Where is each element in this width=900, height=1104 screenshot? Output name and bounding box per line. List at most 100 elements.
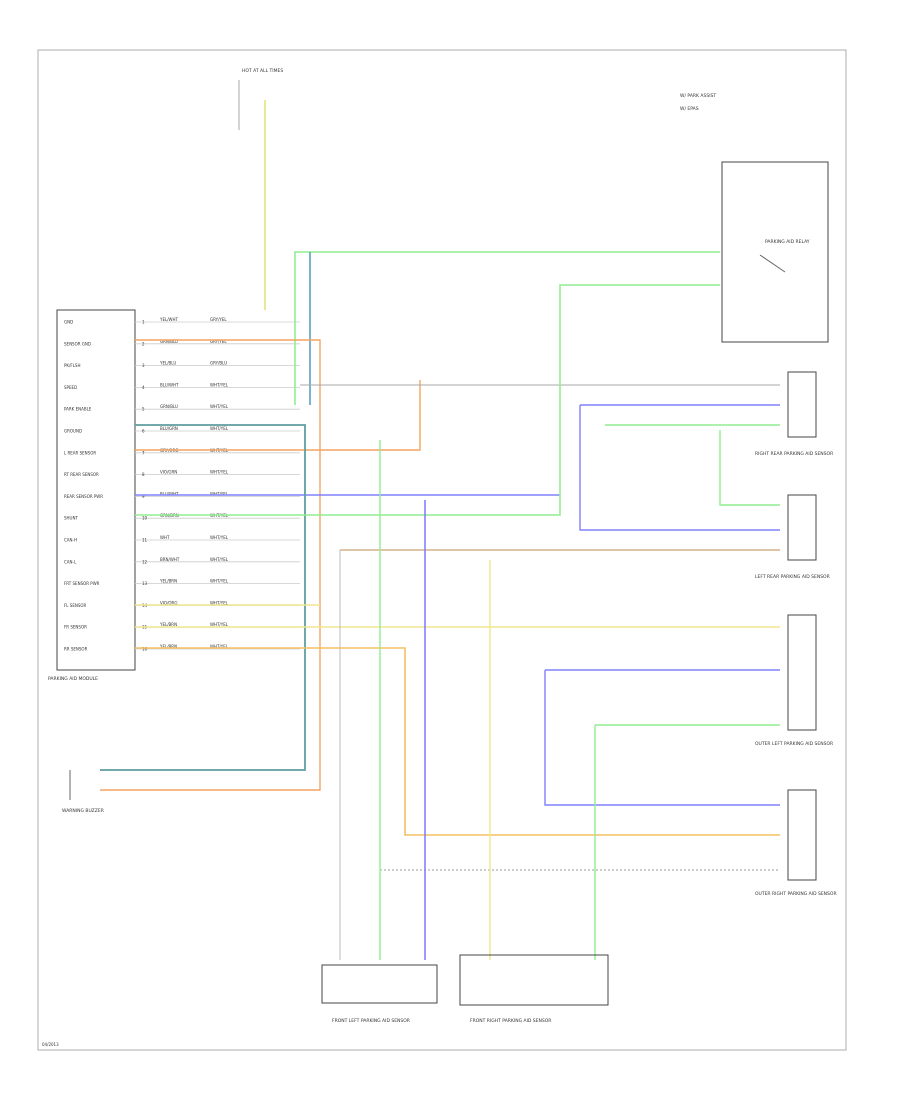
pin-wire-color: YEL/BRN: [159, 579, 177, 584]
pin-wire-code: WHT/YEL: [210, 382, 229, 387]
pin-wire-color: GRN/BLU: [160, 404, 178, 409]
module-pin-row: CAN-L 12 BRN/WHT WHT/YEL: [64, 557, 300, 564]
pin-wire-color: BLU/GRN: [160, 426, 178, 431]
pin-wire-color: VIO/ORG: [160, 600, 177, 605]
pin-number: 6: [142, 429, 145, 434]
pin-number: 16: [142, 647, 148, 652]
front-right-sensor-box: [459, 954, 609, 1006]
module-label: PARKING AID MODULE: [48, 676, 98, 682]
pin-wire-code: WHT/YEL: [210, 470, 229, 475]
module-pin-row: GROUND 6 BLU/GRN WHT/YEL: [64, 426, 300, 434]
pin-number: 10: [142, 516, 148, 521]
pin-number: 1: [142, 320, 145, 325]
pin-wire-code: WHT/YEL: [210, 600, 229, 605]
pin-wire-color: BLU/WHT: [160, 382, 179, 387]
rear-sensors: RIGHT REAR PARKING AID SENSOR LEFT REAR …: [755, 371, 837, 897]
pin-number: 9: [142, 494, 145, 499]
pin-name: CAN-L: [64, 559, 77, 564]
module-pin-row: CAN-H 11 WHT WHT/YEL: [64, 535, 300, 543]
pin-name: L REAR SENSOR: [64, 450, 96, 455]
relay-box: PARKING AID RELAY: [721, 161, 829, 343]
right-rear-sensor-box: [787, 371, 817, 438]
pin-number: 7: [142, 450, 145, 455]
pin-name: SPEED: [64, 385, 77, 390]
pin-wire-code: WHT/YEL: [210, 404, 229, 409]
pin-number: 13: [142, 581, 148, 586]
pin-name: RR SENSOR: [64, 647, 88, 652]
pin-wire-color: GRN/BLU: [160, 339, 178, 344]
pin-name: FRT SENSOR PWR: [64, 581, 100, 586]
module-pin-row: FRT SENSOR PWR 13 YEL/BRN WHT/YEL: [64, 579, 300, 586]
top-splice-area: HOT AT ALL TIMES: [238, 68, 283, 310]
rr-sensor-label: RIGHT REAR PARKING AID SENSOR: [755, 451, 833, 457]
pin-wire-color: VIO/GRN: [160, 470, 177, 475]
pin-name: PARK ENABLE: [64, 407, 92, 412]
outer-right-sensor-box: [787, 789, 817, 881]
pin-wire-color: WHT: [160, 535, 170, 540]
pin-name: GROUND: [64, 429, 82, 434]
legend-item-1: W/ PARK ASSIST: [680, 93, 716, 99]
pin-wire-code: WHT/YEL: [210, 491, 229, 496]
fr-sensor-label: FRONT RIGHT PARKING AID SENSOR: [470, 1018, 551, 1024]
pin-name: PK/FLSH: [64, 363, 80, 368]
fuse-label: HOT AT ALL TIMES: [242, 68, 283, 74]
pin-wire-code: WHT/YEL: [210, 426, 229, 431]
pin-name: FL SENSOR: [64, 603, 87, 608]
pin-name: FR SENSOR: [64, 625, 87, 630]
pin-wire-color: YEL/BLU: [159, 361, 176, 366]
pin-wire-color: YEL/BRN: [159, 644, 177, 649]
warning-buzzer: WARNING BUZZER: [62, 770, 104, 814]
pin-wire-color: BRN/WHT: [160, 557, 180, 562]
pin-wire-color: YEL/BRN: [159, 622, 177, 627]
relay-label: PARKING AID RELAY: [765, 239, 810, 245]
pin-wire-code: WHT/YEL: [210, 557, 229, 562]
module-pin-row: REAR SENSOR PWR 9 BLU/WHT WHT/YEL: [64, 491, 300, 499]
module-pin-row: GND 1 YEL/WHT GRY/YEL: [64, 317, 300, 325]
pin-wire-code: WHT/YEL: [210, 535, 229, 540]
module-pin-row: PARK ENABLE 5 GRN/BLU WHT/YEL: [64, 404, 300, 412]
pin-name: SHUNT: [64, 516, 78, 521]
pin-number: 8: [142, 472, 145, 477]
front-sensors: FRONT LEFT PARKING AID SENSOR FRONT RIGH…: [321, 954, 609, 1024]
pin-name: RT REAR SENSOR: [64, 472, 99, 477]
parking-aid-module: PARKING AID MODULE: [48, 309, 136, 682]
pin-number: 12: [142, 559, 148, 564]
module-pin-row: RT REAR SENSOR 8 VIO/GRN WHT/YEL: [64, 470, 300, 477]
buzzer-label: WARNING BUZZER: [62, 808, 104, 814]
pin-name: REAR SENSOR PWR: [64, 494, 103, 499]
pin-number: 5: [142, 407, 145, 412]
pin-wire-code: WHT/YEL: [210, 579, 229, 584]
pin-number: 3: [142, 363, 145, 368]
front-left-sensor-box: [321, 964, 438, 1004]
outer-left-sensor-box: [787, 614, 817, 731]
rl-sensor-label: LEFT REAR PARKING AID SENSOR: [755, 574, 830, 580]
pin-wire-code: WHT/YEL: [210, 644, 229, 649]
wire-runs: [100, 251, 780, 960]
legend: W/ PARK ASSIST W/ EPAS: [680, 93, 716, 112]
pin-number: 11: [142, 538, 148, 543]
pin-wire-code: GRY/YEL: [210, 339, 227, 344]
legend-item-2: W/ EPAS: [680, 106, 699, 112]
ol-sensor-label: OUTER LEFT PARKING AID SENSOR: [755, 741, 833, 747]
pin-wire-color: YEL/WHT: [159, 317, 179, 322]
footer-code: 04/2013: [42, 1042, 59, 1047]
pin-wire-code: GRY/YEL: [210, 317, 227, 322]
diagram-border: [37, 49, 847, 1051]
left-rear-sensor-box: [787, 494, 817, 561]
or-sensor-label: OUTER RIGHT PARKING AID SENSOR: [755, 891, 837, 897]
module-pin-row: RR SENSOR 16 YEL/BRN WHT/YEL: [64, 644, 300, 652]
pin-wire-color: BLU/WHT: [160, 491, 179, 496]
fl-sensor-label: FRONT LEFT PARKING AID SENSOR: [332, 1018, 410, 1024]
pin-name: CAN-H: [64, 538, 77, 543]
pin-wire-code: WHT/YEL: [210, 622, 229, 627]
pin-name: GND: [64, 320, 73, 325]
